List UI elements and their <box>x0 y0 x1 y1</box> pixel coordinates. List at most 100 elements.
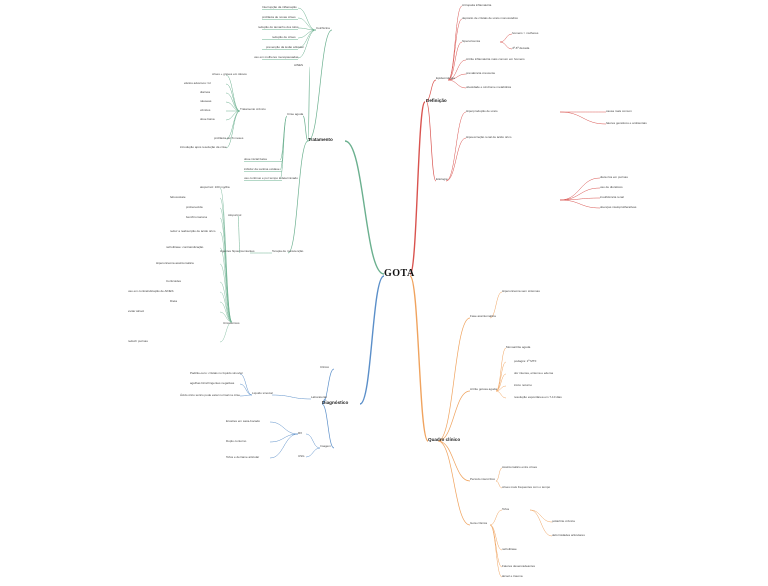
connector-line <box>271 394 312 400</box>
sub-epidemiologia[interactable]: Epidemiologia <box>436 76 455 80</box>
leaf-node[interactable]: hiperuricemia <box>462 39 481 43</box>
connector-line <box>269 421 299 435</box>
leaf-node[interactable]: homens > mulheres <box>512 31 539 35</box>
leaf-node[interactable]: Hiperprodução de urato <box>466 109 498 113</box>
leaf-node[interactable]: Artropatia inflamatória <box>462 3 492 7</box>
leaf-node[interactable]: uso contínuo e por tempo indeterminado <box>244 176 298 180</box>
sub-imagem[interactable]: Imagem <box>320 444 331 448</box>
leaf-node[interactable]: inibidor da xantina oxidase <box>244 167 280 171</box>
leaf-node[interactable]: causa mais comum <box>606 109 632 113</box>
leaf-node[interactable]: Interrupção da inflamação <box>262 5 297 9</box>
leaf-node[interactable]: Dieta <box>170 299 178 303</box>
central-topic[interactable]: GOTA <box>384 268 415 279</box>
leaf-node[interactable]: redução do tamanho dos tofos <box>258 25 299 29</box>
sub-periodo-intercritico[interactable]: Período intercrítico <box>470 477 496 481</box>
connector-line <box>239 373 253 396</box>
leaf-node[interactable]: dieta rica em purinas <box>600 175 628 179</box>
sub-aines[interactable]: AINES <box>294 63 304 67</box>
leaf-node[interactable]: reduz a reabsorção de ácido úrico <box>170 229 216 233</box>
leaf-node[interactable]: Tofos <box>502 507 510 511</box>
leaf-node[interactable]: prevalência crescente <box>466 71 496 75</box>
leaf-node[interactable]: início noturno <box>514 383 533 387</box>
leaf-node[interactable]: dose inicial baixa <box>244 157 267 161</box>
connector-line <box>225 92 241 112</box>
leaf-node[interactable]: Monoartrite aguda <box>506 345 531 349</box>
sub-laboratorial[interactable]: Laboratorial <box>311 395 327 399</box>
sub-agentes-hipouricemiantes[interactable]: Agentes hipouricemiantes <box>220 249 255 253</box>
sub-clinico[interactable]: Clínico <box>320 365 330 369</box>
connector-line <box>219 291 233 323</box>
leaf-node[interactable]: efeitos adversos: GI <box>184 81 211 85</box>
leaf-node[interactable]: Assintomático entre crises <box>502 465 538 469</box>
sub-artrite-gotosa-aguda[interactable]: Artrite gotosa aguda <box>470 387 498 391</box>
leaf-node[interactable]: Hiperuricemia sem sintomas <box>502 289 540 293</box>
leaf-node[interactable]: prevenção da lesão articular <box>266 45 304 49</box>
leaf-node[interactable]: uso em contraindicação de AINES <box>128 289 174 293</box>
sub-gota-cronica[interactable]: Gota crônica <box>470 521 488 525</box>
sub-uricosuricos[interactable]: Uricosúricos <box>223 321 240 325</box>
leaf-node[interactable]: poliartrite crônica <box>552 519 575 523</box>
connector-line <box>239 394 253 397</box>
branch-diagnostico[interactable]: Diagnóstico <box>322 400 349 405</box>
branch-quadro-clinico[interactable]: Quadro clínico <box>428 437 461 442</box>
leaf-node[interactable]: Corticoides <box>166 279 182 283</box>
leaf-node[interactable]: crises mais frequentes com o tempo <box>502 485 551 489</box>
leaf-node[interactable]: profilaxia de novas crises <box>262 15 296 19</box>
leaf-node[interactable]: Tofos e derrame articular <box>226 455 260 459</box>
leaf-node[interactable]: evitar álcool <box>128 309 145 313</box>
branch-tratamento[interactable]: Tratamento <box>308 137 333 142</box>
leaf-node[interactable]: crises + graves em idosos <box>212 72 247 76</box>
leaf-node[interactable]: dose baixa <box>200 117 215 121</box>
leaf-node[interactable]: resolução espontânea em 7-10 dias <box>514 395 562 399</box>
leaf-node[interactable]: depósito de cristais de urato monossódic… <box>462 16 519 20</box>
leaf-node[interactable]: fatores genéticos e ambientais <box>606 121 647 125</box>
sub-liquido-sinovial[interactable]: Líquido sinovial <box>252 391 273 395</box>
leaf-node[interactable]: deformidades articulares <box>552 533 585 537</box>
leaf-node[interactable]: náuseas <box>200 99 212 103</box>
leaf-node[interactable]: Padrão-ouro: cristais no líquido sinovia… <box>190 371 243 375</box>
leaf-node[interactable]: diarreia <box>200 90 211 94</box>
leaf-node[interactable]: podagra: 1ª MTF <box>514 359 537 363</box>
leaf-node[interactable]: uso de diuréticos <box>600 185 623 189</box>
connector-line <box>279 115 288 161</box>
leaf-node[interactable]: vômitos <box>200 108 211 112</box>
sub-crise-aguda[interactable]: Crise aguda <box>287 112 304 116</box>
leaf-node[interactable]: alopurinol: 100 mg/dia <box>200 185 230 189</box>
leaf-node[interactable]: uso em mulheres menopausadas <box>254 55 299 59</box>
sub-tratamento-cronico[interactable]: Tratamento crônico <box>240 107 266 111</box>
leaf-node[interactable]: introdução após resolução da crise <box>180 145 227 149</box>
leaf-node[interactable]: Fatores desencadeantes <box>502 564 536 568</box>
connector-line <box>321 403 335 449</box>
leaf-node[interactable]: benzbromarona <box>186 215 208 219</box>
leaf-node[interactable]: redução de crises <box>272 35 296 39</box>
leaf-node[interactable]: doenças mieloproliferativas <box>600 205 637 209</box>
branch-definicao[interactable]: Definição <box>426 98 447 103</box>
connector-line <box>279 115 288 171</box>
sub-etiologia[interactable]: Etiologia <box>436 177 448 181</box>
leaf-node[interactable]: Hipoexcreção renal de ácido úrico <box>466 135 512 139</box>
leaf-node[interactable]: Ácido úrico sérico pode estar normal na … <box>180 393 241 397</box>
leaf-node[interactable]: dor intensa, eritema e edema <box>514 371 554 375</box>
leaf-node[interactable]: Duplo contorno <box>226 439 247 443</box>
leaf-node[interactable]: Artrite inflamatória mais comum em homen… <box>466 57 525 61</box>
leaf-node[interactable]: nefrolitíase: contraindicação <box>166 245 204 249</box>
leaf-node[interactable]: reduzir purinas <box>128 339 148 343</box>
sub-colchicina[interactable]: Colchicina <box>316 26 330 30</box>
sub-rx[interactable]: RX <box>298 431 303 435</box>
leaf-node[interactable]: profilaxia por 6 meses <box>214 136 244 140</box>
leaf-node[interactable]: álcool e trauma <box>502 574 523 578</box>
leaf-node[interactable]: insuficiência renal <box>600 195 624 199</box>
sub-usg[interactable]: USG <box>298 454 305 458</box>
sub-terapia-manutencao[interactable]: Terapia de manutenção <box>272 249 304 253</box>
leaf-node[interactable]: agulhas birrefringentes negativas <box>190 381 235 385</box>
sub-fase-assintomatica[interactable]: Fase assintomática <box>470 314 496 318</box>
leaf-node[interactable]: febuxostate <box>170 195 186 199</box>
leaf-node[interactable]: probenecida <box>186 205 203 209</box>
leaf-node[interactable]: Hiperuricemia assintomática <box>156 261 194 265</box>
sub-alopurinol[interactable]: Alopurinol <box>228 213 242 217</box>
leaf-node[interactable]: 4ª-6ª década <box>512 46 530 50</box>
leaf-node[interactable]: obesidade e síndrome metabólica <box>466 85 512 89</box>
leaf-node[interactable]: nefrolitíase <box>502 547 517 551</box>
connector-line <box>219 263 233 323</box>
leaf-node[interactable]: Erosões em saca-bocado <box>226 419 261 423</box>
